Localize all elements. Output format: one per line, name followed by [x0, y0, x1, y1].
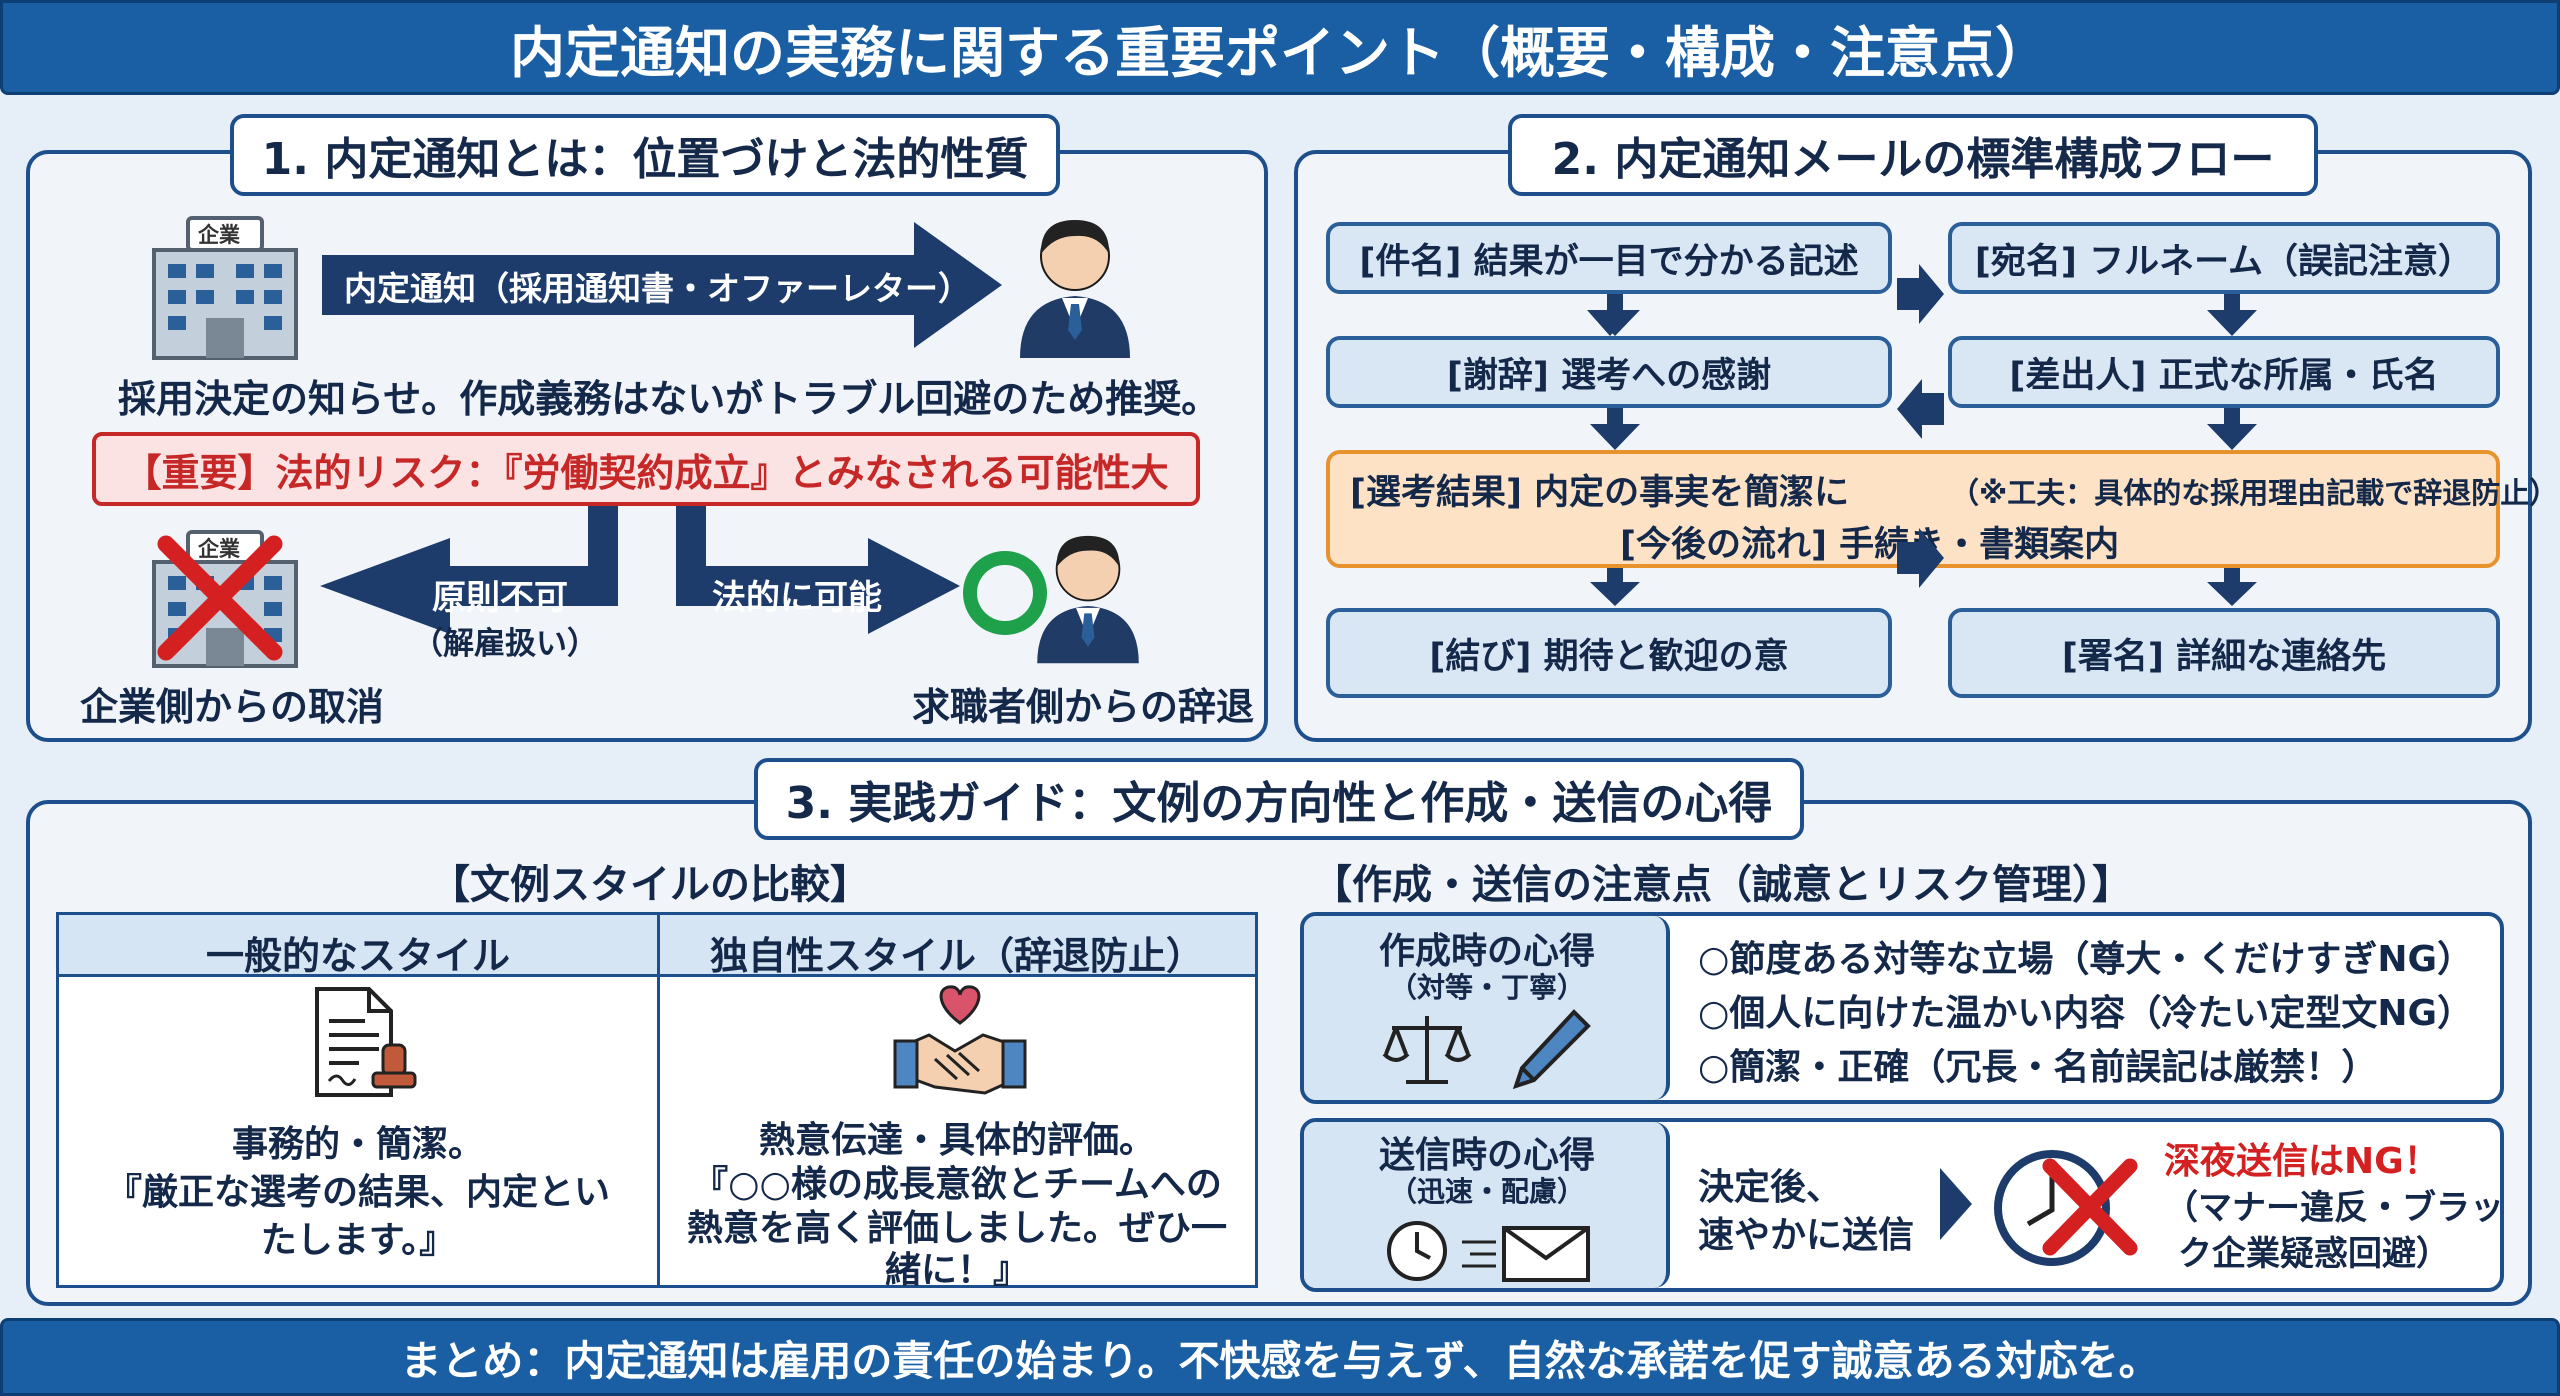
- document-seal-icon: [315, 987, 417, 1097]
- page-title: 内定通知の実務に関する重要ポイント（概要・構成・注意点）: [0, 0, 2560, 95]
- circle-mark-icon: [963, 551, 1047, 635]
- pen-icon: [1512, 1009, 1591, 1090]
- send-tips-sub: （迅速・配慮）: [1388, 1175, 1585, 1208]
- legal-risk-warning: 【重要】法的リスク：『労働契約成立』とみなされる可能性大: [92, 432, 1200, 506]
- unique-style-line3: 熱意を高く評価しました。ぜひ一: [686, 1208, 1227, 1249]
- unique-style-line1: 熱意伝達・具体的評価。: [758, 1120, 1155, 1161]
- handshake-heart-icon: [893, 985, 1027, 1095]
- flow-addressee: [宛名] フルネーム（誤記注意）: [1948, 222, 2500, 294]
- create-tip-2: ○個人に向けた温かい内容（冷たい定型文NG）: [1698, 993, 2474, 1034]
- clock-icon: [1387, 1221, 1447, 1281]
- flow-result-note: （※工夫：具体的な採用理由記載で辞退防止）: [1950, 476, 2559, 510]
- section2-heading: 2. 内定通知メールの標準構成フロー: [1508, 114, 2318, 196]
- create-tips-box: 作成時の心得 （対等・丁寧） ○節度ある対等な立場（尊大・くだけすぎNG） ○個…: [1300, 912, 2504, 1104]
- unique-style-line2: 『○○様の成長意欲とチームへの: [692, 1164, 1222, 1205]
- flow-closing: [結び] 期待と歓迎の意: [1326, 608, 1892, 698]
- section1-heading: 1. 内定通知とは：位置づけと法的性質: [230, 114, 1060, 196]
- general-style-line2: 『厳正な選考の結果、内定とい: [105, 1172, 610, 1213]
- unique-style-line4: 緒に！』: [884, 1250, 1029, 1291]
- flow-result-line1: [選考結果] 内定の事実を簡潔に: [1350, 473, 1850, 513]
- section3-heading: 3. 実践ガイド：文例の方向性と作成・送信の心得: [754, 758, 1804, 840]
- building-icon: [152, 216, 298, 360]
- flow-signature: [署名] 詳細な連絡先: [1948, 608, 2500, 698]
- offer-arrow: [322, 222, 1002, 348]
- cross-mark-icon: [157, 535, 283, 661]
- scales-icon: [1382, 1016, 1472, 1084]
- create-tips-sub: （対等・丁寧）: [1388, 971, 1585, 1004]
- tips-title: 【作成・送信の注意点（誠意とリスク管理）】: [1312, 862, 2132, 908]
- chevron-right-icon: [1940, 1168, 1972, 1240]
- late-night-ng-title: 深夜送信はNG！: [2164, 1141, 2440, 1182]
- late-night-ng-line1: （マナー違反・ブラッ: [2164, 1188, 2504, 1228]
- section1-description: 採用決定の知らせ。作成義務はないがトラブル回避のため推奨。: [118, 377, 1220, 421]
- branch-arrows: [320, 506, 960, 634]
- company-sign: 企業: [198, 537, 240, 561]
- company-cancel-label: 企業側からの取消: [80, 685, 385, 729]
- businessperson-icon: [1037, 535, 1139, 664]
- flow-subject: [件名] 結果が一目で分かる記述: [1326, 222, 1892, 294]
- create-tip-1: ○節度ある対等な立場（尊大・くだけすぎNG）: [1698, 939, 2474, 980]
- create-tip-3: ○簡潔・正確（冗長・名前誤記は厳禁！）: [1698, 1047, 2378, 1088]
- general-style-header: 一般的なスタイル: [205, 934, 510, 978]
- general-style-line3: たします。』: [260, 1220, 456, 1261]
- flow-sender: [差出人] 正式な所属・氏名: [1948, 336, 2500, 408]
- flow-arrows: [1587, 264, 2257, 606]
- left-arrow-sub: （解雇扱い）: [412, 626, 598, 662]
- general-style-line1: 事務的・簡潔。: [231, 1124, 484, 1165]
- flow-thanks: [謝辞] 選考への感謝: [1326, 336, 1892, 408]
- businessperson-icon: [1020, 220, 1130, 358]
- send-tip-line1: 決定後、: [1698, 1167, 1843, 1208]
- send-tip-line2: 速やかに送信: [1698, 1215, 1915, 1256]
- offer-arrow-label: 内定通知（採用通知書・オファーレター）: [344, 269, 971, 308]
- unique-style-header: 独自性スタイル（辞退防止）: [709, 934, 1204, 978]
- summary-footer: まとめ：内定通知は雇用の責任の始まり。不快感を与えず、自然な承諾を促す誠意ある対…: [0, 1318, 2560, 1396]
- create-tips-title: 作成時の心得: [1378, 931, 1595, 972]
- comparison-table: 一般的なスタイル 独自性スタイル（辞退防止） 事務的・簡潔。 『厳正な選考の結果…: [56, 912, 1258, 1291]
- send-tips-title: 送信時の心得: [1378, 1135, 1595, 1176]
- left-arrow-label: 原則不可: [432, 578, 568, 618]
- late-night-ng-line2: ク企業疑惑回避）: [2178, 1234, 2450, 1274]
- send-tips-box: 送信時の心得 （迅速・配慮） 決定後、 速やかに送信 深夜送信はNG！ （マナー…: [1300, 1118, 2504, 1292]
- applicant-decline-label: 求職者側からの辞退: [912, 685, 1255, 729]
- clock-cross-icon: [1994, 1150, 2138, 1266]
- right-arrow-label: 法的に可能: [712, 578, 882, 618]
- company-sign: 企業: [198, 223, 240, 247]
- flow-result-line2: [今後の流れ] 手続き・書類案内: [1620, 525, 2120, 565]
- compare-title: 【文例スタイルの比較】: [430, 862, 870, 908]
- envelope-icon: [1462, 1226, 1590, 1282]
